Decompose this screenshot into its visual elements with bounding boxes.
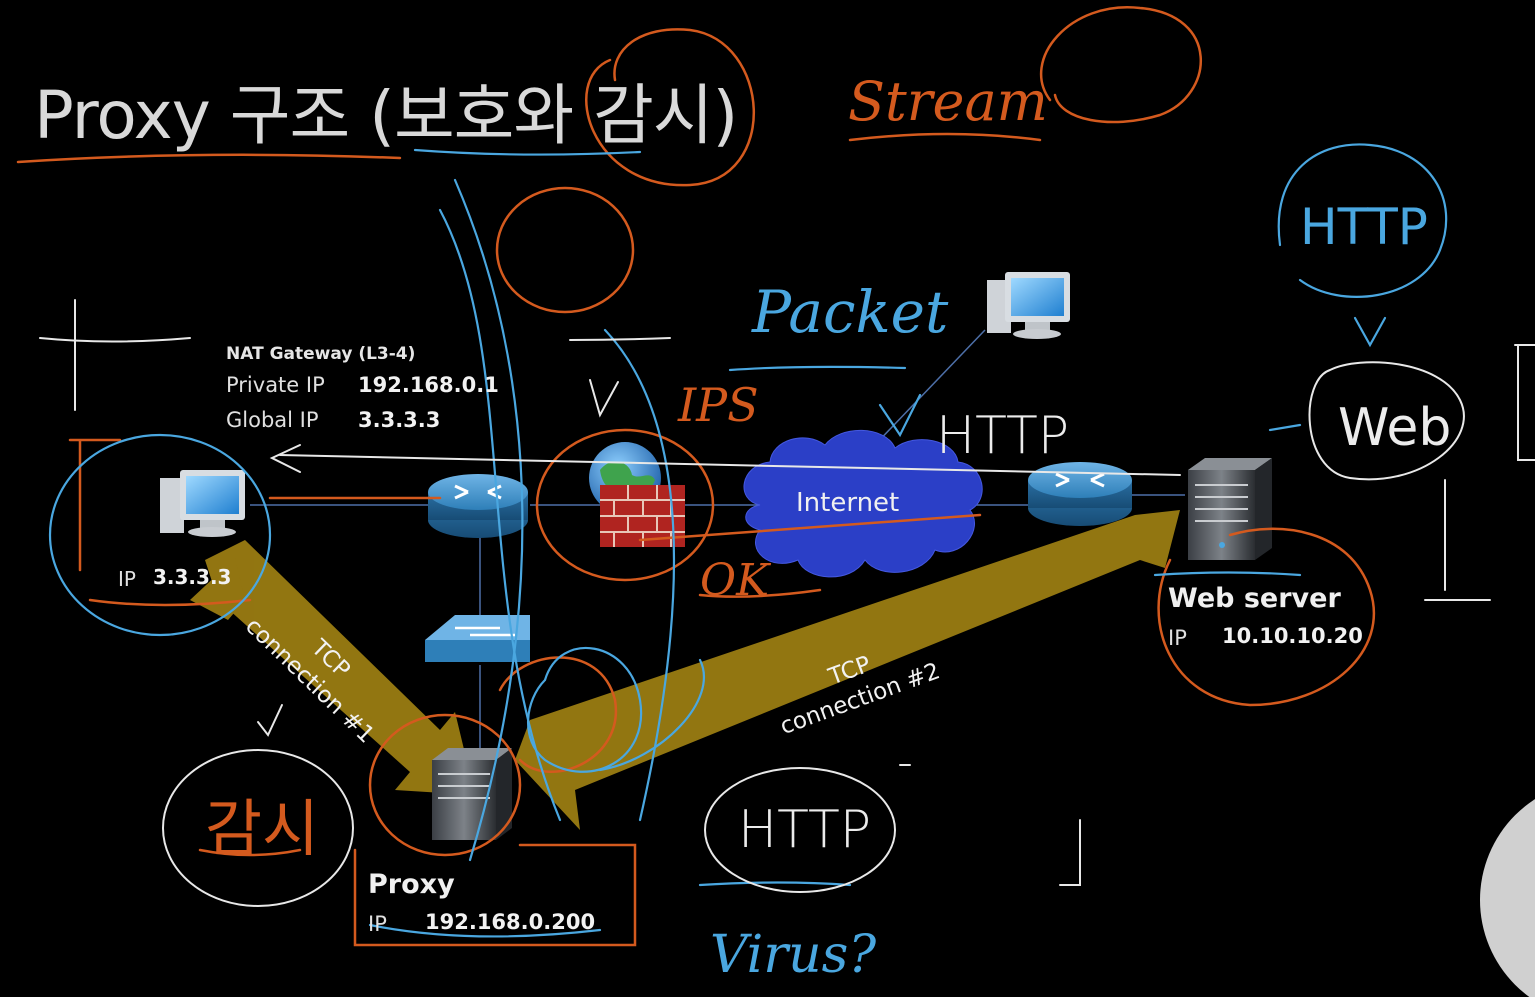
ok-annotation: OK [700, 555, 769, 606]
virus-annotation: Virus? [710, 925, 877, 985]
tcp-band-2 [515, 510, 1180, 830]
private-ip-label: Private IP [226, 373, 325, 397]
http-top-right-annotation: HTTP [1300, 198, 1428, 256]
stream-annotation: Stream [848, 70, 1048, 133]
proxy-ip-value: 192.168.0.200 [425, 910, 596, 934]
global-ip-label: Global IP [226, 408, 319, 432]
blue-ink-annotations [48, 143, 1448, 938]
web-annotation: Web [1338, 398, 1452, 458]
web-server-name: Web server [1168, 583, 1341, 614]
network-links [250, 329, 1185, 750]
desktop-computer-icon [987, 272, 1070, 339]
global-ip-value: 3.3.3.3 [358, 408, 441, 432]
packet-annotation: Packet [752, 278, 949, 346]
proxy-name: Proxy [368, 869, 455, 900]
white-ink-annotations [39, 299, 1535, 907]
ips-annotation: IPS [678, 378, 759, 432]
router-icon [1028, 462, 1132, 526]
router-icon [428, 474, 528, 538]
client-ip-value: 3.3.3.3 [153, 565, 232, 589]
desktop-computer-icon [160, 470, 245, 537]
side-avatar [1480, 799, 1535, 997]
web-server-ip-value: 10.10.10.20 [1222, 624, 1363, 648]
switch-icon [425, 615, 530, 662]
proxy-ip-label: IP [368, 912, 387, 936]
http-mid-annotation: HTTP [936, 406, 1070, 466]
private-ip-value: 192.168.0.1 [358, 373, 499, 397]
server-icon [432, 748, 512, 840]
server-icon [1188, 458, 1272, 560]
nat-gateway-heading: NAT Gateway (L3-4) [226, 344, 416, 364]
orange-ink-annotations [16, 6, 1376, 947]
http-bottom-annotation: HTTP [738, 800, 872, 860]
client-ip-label: IP [118, 567, 136, 591]
web-server-ip-label: IP [1168, 626, 1187, 650]
page-title: Proxy 구조 (보호와 감시) [34, 77, 738, 154]
gamsi-annotation: 감시 [205, 792, 320, 865]
internet-label: Internet [796, 488, 900, 518]
